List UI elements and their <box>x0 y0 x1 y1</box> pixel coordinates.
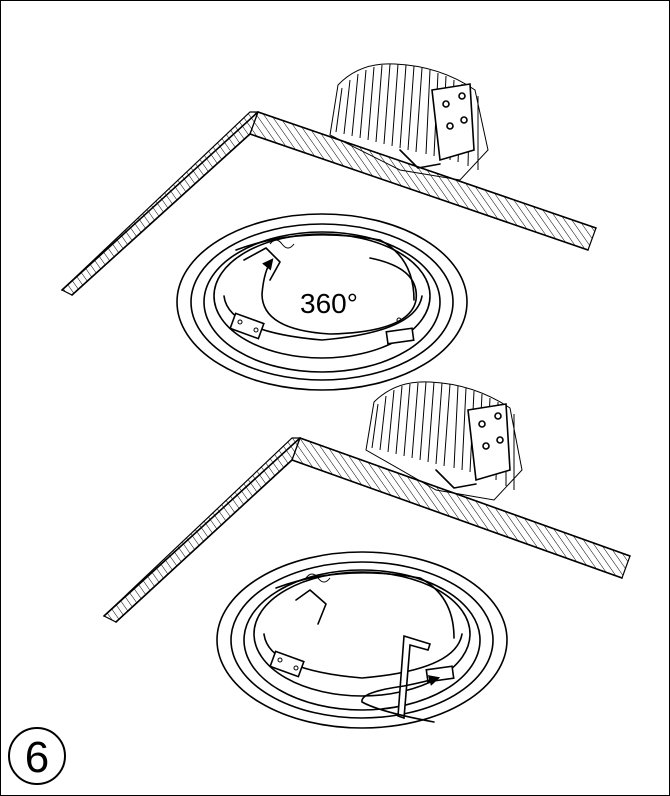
downlight-trim <box>176 213 468 391</box>
ceiling-slab <box>60 111 597 296</box>
rotation-arrow-icon <box>261 257 418 335</box>
turn-arrow-icon <box>361 675 441 723</box>
bottom-step-illustration <box>102 381 631 729</box>
top-step-illustration: 360° <box>60 63 597 391</box>
ceiling-slab <box>102 437 631 623</box>
allen-key-icon <box>397 634 432 720</box>
heatsink-icon <box>365 381 523 501</box>
step-number: 6 <box>25 733 49 782</box>
rotation-label: 360° <box>300 288 358 319</box>
step-badge: 6 <box>8 727 66 785</box>
